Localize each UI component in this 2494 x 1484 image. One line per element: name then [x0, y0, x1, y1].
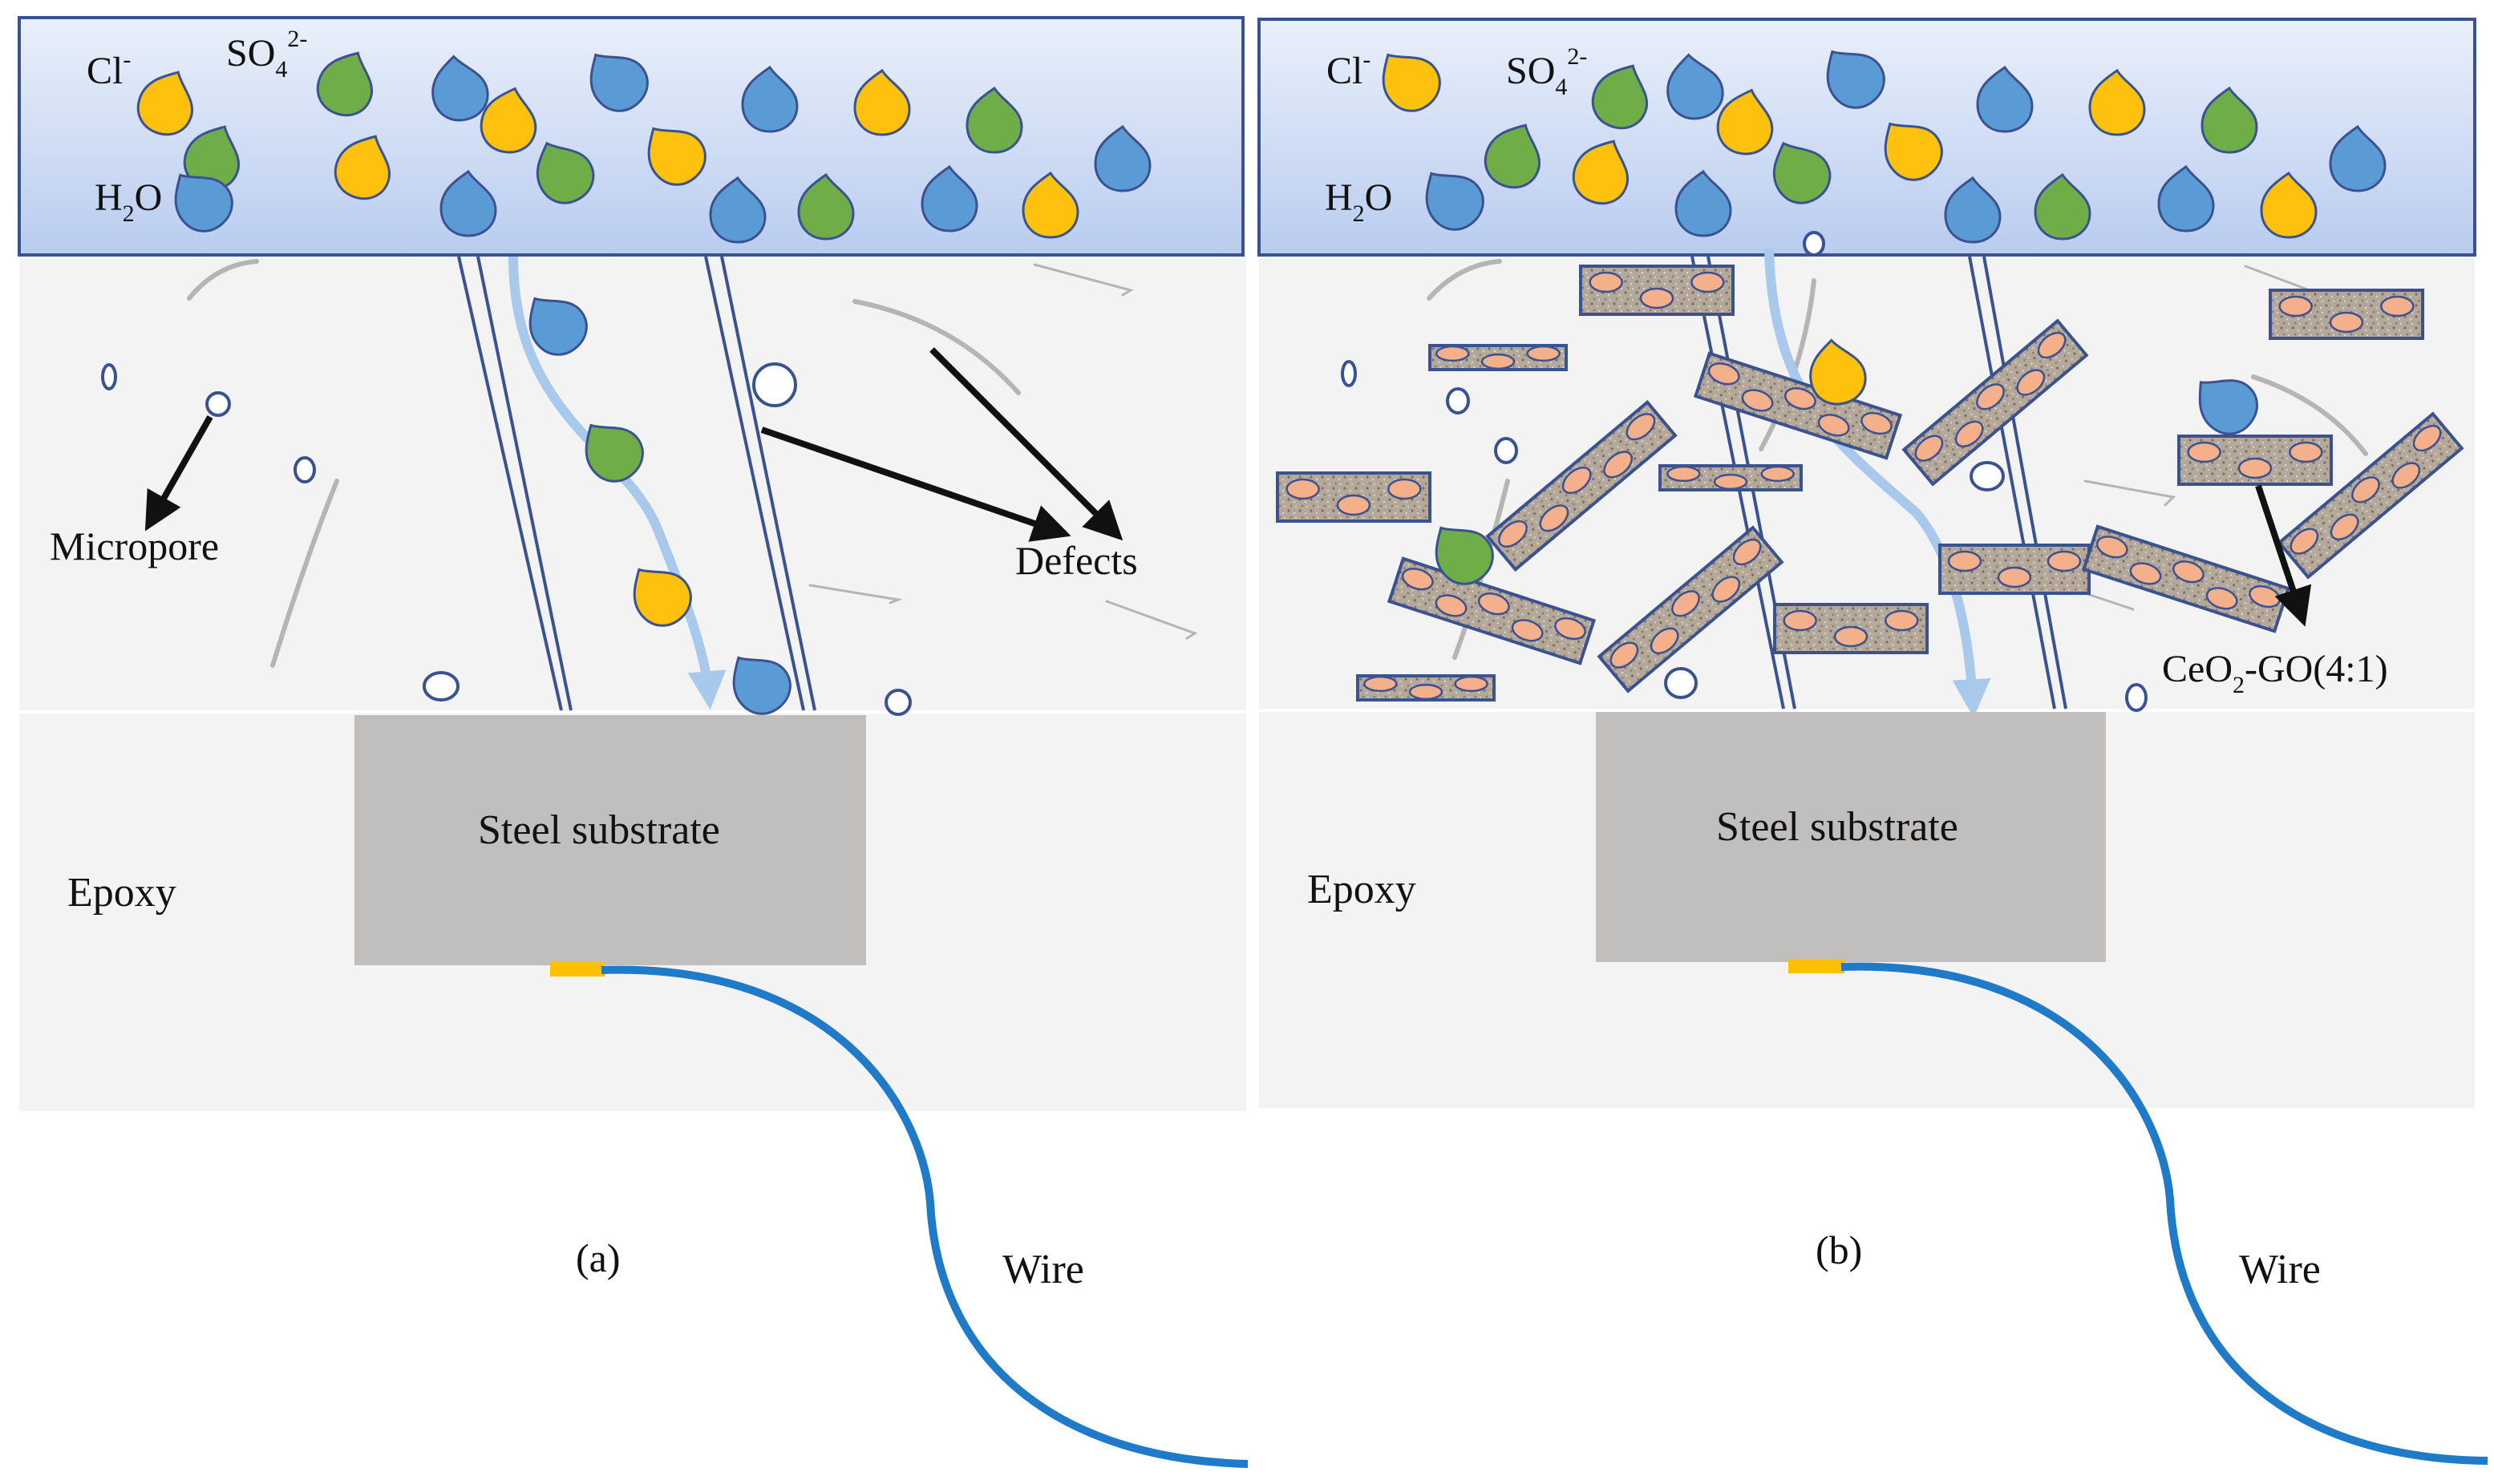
ceo2-go-flake [2277, 411, 2464, 580]
epoxy-label: Epoxy [67, 870, 176, 916]
so4-ion-drop [2034, 172, 2091, 241]
micropore-pointer [144, 415, 213, 532]
panel-tag: (a) [576, 1235, 621, 1280]
wire [1840, 962, 2488, 1465]
ceo2-go-flake [1387, 556, 1597, 665]
wire-tab [550, 962, 605, 977]
cl-ion-drop [1382, 53, 1441, 112]
ceo2-go-flake [1938, 544, 2091, 595]
h2o-ion-drop [1826, 50, 1885, 109]
ion-group [136, 51, 1152, 715]
ceo2-go-flake-group [1276, 265, 2464, 702]
h2o-ion-drop [439, 169, 497, 237]
ceo2-go-flake [2269, 289, 2424, 340]
ceo2-go-flake [1658, 464, 1803, 491]
micropore [1341, 231, 2148, 712]
h2o-ion-drop [709, 176, 767, 244]
so4-ion-drop [2200, 86, 2258, 154]
h2o-ion-drop [2198, 379, 2258, 435]
diffusion-arrow [1764, 248, 1991, 718]
wire-tab [1788, 959, 1844, 973]
cl-ion-label: Cl- [1326, 47, 1370, 92]
cl-ion-label: Cl- [87, 47, 131, 92]
ion-group [1382, 50, 2387, 585]
cl-ion-drop [853, 68, 911, 136]
cl-ion-drop [1809, 338, 1867, 406]
defects-pointer [929, 347, 1124, 541]
h2o-ion-label: H2O [1325, 176, 1392, 227]
ceo2-go-flake [1597, 525, 1784, 693]
h2o-ion-drop [1976, 65, 2034, 133]
panel-a: Cl- SO42- H2O Micropore Defects Steel su… [18, 16, 1249, 1468]
h2o-ion-label: H2O [95, 176, 162, 227]
wire-label: Wire [1002, 1247, 1084, 1292]
steel-substrate [1596, 712, 2106, 962]
so4-ion-drop [1772, 141, 1832, 204]
epoxy-label: Epoxy [1307, 867, 1416, 912]
micropore [101, 362, 912, 716]
ceo2-go-flake [1693, 351, 1903, 460]
steel-substrate [354, 715, 866, 965]
h2o-ion-drop [2329, 124, 2387, 192]
cl-ion-drop [1884, 122, 1943, 181]
so4-ion-drop [1591, 64, 1648, 130]
so4-ion-drop [536, 141, 595, 204]
ceo2-go-flake [1276, 471, 1431, 523]
h2o-ion-drop [431, 55, 489, 122]
panel-tag: (b) [1816, 1227, 1862, 1272]
so4-ion-label: SO42- [226, 26, 307, 83]
substrate-label: Steel substrate [1716, 804, 1958, 850]
cl-ion-drop [647, 127, 706, 186]
micropore-label: Micropore [50, 524, 219, 568]
so4-ion-drop [1484, 123, 1541, 189]
so4-ion-drop [1435, 526, 1494, 585]
h2o-ion-drop [589, 53, 649, 112]
cl-ion-drop [1716, 88, 1774, 156]
h2o-ion-drop [1425, 172, 1484, 231]
substrate-label: Steel substrate [478, 807, 720, 853]
cl-ion-drop [2088, 68, 2146, 136]
cl-ion-drop [2260, 171, 2318, 239]
so4-ion-drop [797, 172, 855, 241]
ceo2-go-flake [1428, 344, 1568, 371]
cl-ion-drop [1572, 140, 1629, 205]
filler-pointer [2255, 484, 2312, 627]
h2o-ion-drop [1674, 169, 1732, 237]
h2o-ion-drop [1944, 176, 2002, 244]
cl-ion-drop [1022, 171, 1079, 239]
ceo2-go-flake [2177, 435, 2333, 486]
cl-ion-drop [334, 135, 391, 200]
defects-label: Defects [1015, 538, 1138, 583]
h2o-ion-drop [1094, 124, 1152, 192]
h2o-ion-drop [921, 164, 978, 233]
so4-ion-drop [966, 86, 1023, 154]
crack-channel [457, 256, 816, 711]
h2o-ion-drop [741, 65, 799, 133]
diffusion-arrow [508, 256, 727, 710]
ceo2-go-flake [1356, 674, 1496, 702]
ceo2-go-flake [1579, 265, 1735, 316]
wire-label: Wire [2239, 1247, 2321, 1292]
cl-ion-drop [480, 87, 537, 154]
defects-pointer [760, 427, 1071, 542]
h2o-ion-drop [1666, 53, 1724, 120]
h2o-ion-drop [2157, 164, 2215, 233]
defect-streaks [187, 259, 1198, 668]
so4-ion-drop [585, 423, 644, 483]
so4-ion-label: SO42- [1506, 43, 1587, 100]
filler-label: CeO2-GO(4:1) [2162, 648, 2388, 698]
cl-ion-drop [633, 568, 692, 627]
panel-b: Cl- SO42- H2O CeO2-GO(4:1) Steel substra… [1257, 18, 2488, 1465]
ceo2-go-flake [1485, 399, 1678, 572]
ceo2-go-flake [1901, 318, 2089, 487]
so4-ion-drop [316, 51, 373, 117]
h2o-ion-drop [732, 656, 792, 715]
cl-ion-drop [136, 71, 193, 136]
h2o-ion-drop [174, 173, 233, 233]
wire [601, 965, 1249, 1468]
ceo2-go-flake [1773, 603, 1929, 654]
h2o-ion-drop [528, 297, 588, 356]
